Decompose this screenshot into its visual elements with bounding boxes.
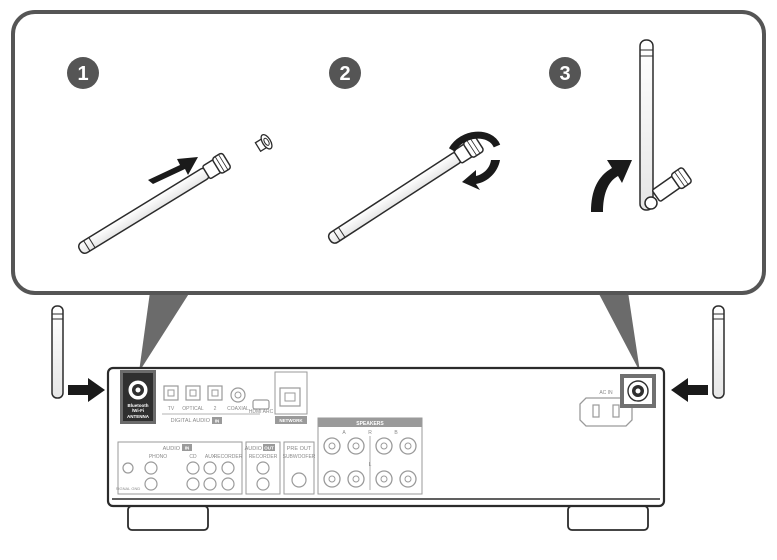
digital-audio-label: DIGITAL AUDIO bbox=[171, 418, 211, 424]
recorder-label: RECORDER bbox=[214, 454, 243, 460]
arrow-right-icon bbox=[148, 157, 198, 184]
optical-label-1: TV bbox=[168, 406, 175, 412]
receiver-rear-panel: Bluetooth /Wi-Fi ANTENNA TV OPTICAL 2 CO… bbox=[106, 366, 666, 531]
subwoofer-label: SUBWOOFER bbox=[283, 454, 316, 460]
optical-label-2: OPTICAL bbox=[182, 406, 204, 412]
audio-out-tag: OUT bbox=[264, 446, 274, 451]
step-2-number: 2 bbox=[339, 63, 350, 85]
curve-up-arrow-icon bbox=[591, 160, 632, 212]
signal-gnd-label: SIGNAL GND bbox=[116, 486, 141, 491]
speakers-group: SPEAKERS A B R L bbox=[317, 417, 423, 495]
step-3-number: 3 bbox=[559, 63, 570, 85]
optical-label-3: 2 bbox=[214, 406, 217, 412]
rotate-arrow-icon bbox=[448, 131, 501, 190]
hdmi-label: HDMI ARC bbox=[249, 409, 274, 415]
coaxial-label: COAXIAL bbox=[227, 406, 249, 412]
audio-out-group: AUDIO OUT RECORDER bbox=[245, 441, 281, 495]
audio-in-label: AUDIO bbox=[163, 446, 181, 452]
digital-audio-tag: IN bbox=[215, 419, 220, 424]
audio-in-group: AUDIO IN PHONO CD AUX RECORDER SIGNAL GN… bbox=[116, 441, 243, 495]
callout-right bbox=[598, 292, 640, 372]
recorder-out-label: RECORDER bbox=[249, 454, 278, 460]
antenna-label-line3: ANTENNA bbox=[127, 414, 150, 419]
step-3-antenna bbox=[639, 39, 692, 211]
audio-out-label: AUDIO bbox=[245, 446, 263, 452]
step-2: 2 bbox=[327, 57, 501, 244]
step-1: 1 bbox=[67, 57, 273, 254]
foot-left bbox=[127, 505, 209, 531]
audio-in-tag: IN bbox=[185, 446, 190, 451]
step-1-number: 1 bbox=[77, 63, 88, 85]
arrow-right-icon bbox=[68, 378, 105, 402]
step-3: 3 bbox=[549, 39, 692, 212]
side-antenna-right bbox=[712, 305, 725, 399]
antenna-label-line2: /Wi-Fi bbox=[132, 408, 144, 413]
speaker-tag-a: A bbox=[342, 430, 346, 436]
phono-label: PHONO bbox=[149, 454, 167, 460]
speakers-label: SPEAKERS bbox=[356, 421, 384, 427]
network-port[interactable]: NETWORK bbox=[274, 371, 308, 424]
hdmi-port[interactable]: HDMI ARC bbox=[249, 399, 274, 415]
ac-in-label: AC IN bbox=[599, 390, 613, 396]
aux-label: AUX bbox=[205, 454, 216, 460]
side-antenna-left bbox=[51, 305, 64, 399]
cd-label: CD bbox=[189, 454, 197, 460]
callout-left bbox=[139, 292, 190, 372]
step-1-badge bbox=[67, 57, 99, 89]
pre-out-group: PRE OUT SUBWOOFER bbox=[283, 441, 316, 495]
pre-out-label: PRE OUT bbox=[287, 446, 312, 452]
step-3-badge bbox=[549, 57, 581, 89]
arrow-left-icon bbox=[671, 378, 708, 402]
speaker-tag-r: R bbox=[368, 430, 372, 436]
antenna-connector-left[interactable]: Bluetooth /Wi-Fi ANTENNA bbox=[120, 370, 156, 424]
antenna-label-line1: Bluetooth bbox=[128, 403, 149, 408]
foot-right bbox=[567, 505, 649, 531]
antenna-connector-right[interactable] bbox=[620, 374, 656, 408]
speaker-tag-b: B bbox=[394, 430, 398, 436]
chassis bbox=[106, 366, 666, 508]
network-label: NETWORK bbox=[279, 418, 303, 423]
step-2-badge bbox=[329, 57, 361, 89]
digital-audio-in-group: TV OPTICAL 2 COAXIAL DIGITAL AUDIO IN bbox=[162, 385, 260, 424]
step-1-antenna bbox=[77, 133, 273, 254]
step-2-antenna bbox=[327, 135, 484, 244]
